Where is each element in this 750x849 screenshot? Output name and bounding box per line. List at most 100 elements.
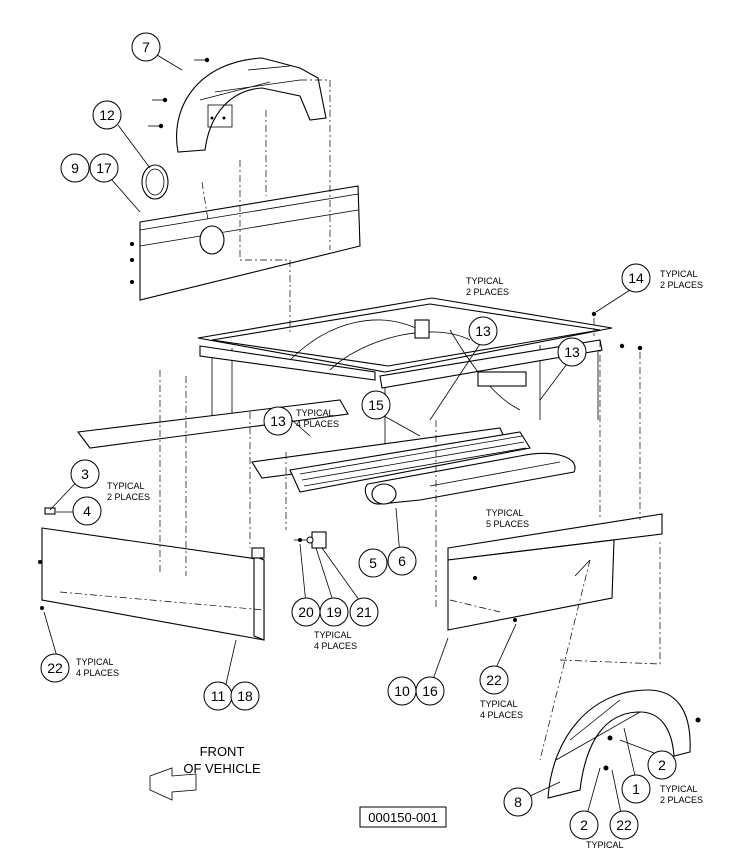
svg-text:TYPICAL: TYPICAL: [296, 408, 334, 418]
svg-text:FRONT: FRONT: [200, 744, 245, 759]
svg-text:14: 14: [628, 270, 644, 286]
svg-text:2 PLACES: 2 PLACES: [107, 492, 150, 502]
callout-5: 5: [358, 548, 388, 578]
front-of-vehicle-label: FRONT OF VEHICLE: [183, 744, 261, 776]
svg-text:5 PLACES: 5 PLACES: [486, 519, 529, 529]
rear-fender-left: [176, 57, 327, 153]
note-3: TYPICAL 2 PLACES: [107, 481, 150, 502]
svg-text:22: 22: [486, 672, 502, 688]
callout-13-left: 13: [263, 406, 293, 436]
svg-text:13: 13: [564, 344, 580, 360]
fender-fasteners: [148, 57, 210, 129]
svg-text:000150-001: 000150-001: [368, 810, 437, 825]
callout-22-right: 22: [479, 665, 509, 695]
svg-text:12: 12: [99, 107, 115, 123]
callout-10: 10: [387, 676, 417, 706]
svg-text:TYPICAL: TYPICAL: [107, 481, 145, 491]
callout-18: 18: [230, 681, 260, 711]
leader-lines: [43, 54, 663, 819]
assembly-lines: [59, 79, 661, 761]
note-4-places-center: TYPICAL 4 PLACES: [314, 630, 357, 651]
bumper-tube: [364, 452, 576, 505]
callout-22-bottom: 22: [609, 810, 639, 840]
svg-text:17: 17: [96, 160, 112, 176]
svg-text:1: 1: [632, 781, 640, 797]
svg-text:19: 19: [326, 604, 342, 620]
callout-14: 14: [621, 263, 651, 293]
svg-text:2 PLACES: 2 PLACES: [660, 280, 703, 290]
svg-text:20: 20: [298, 604, 314, 620]
callout-7: 7: [131, 32, 161, 62]
svg-text:7: 7: [142, 39, 150, 55]
svg-text:8: 8: [514, 794, 522, 810]
svg-text:21: 21: [356, 604, 372, 620]
svg-text:4 PLACES: 4 PLACES: [480, 710, 523, 720]
main-frame: [197, 297, 613, 470]
fuel-grommet: [141, 164, 169, 200]
callout-11: 11: [203, 681, 233, 711]
svg-text:9: 9: [71, 160, 79, 176]
front-panel-left: [38, 507, 265, 641]
callout-21: 21: [349, 597, 379, 627]
svg-text:3: 3: [81, 466, 89, 482]
callout-19: 19: [319, 597, 349, 627]
svg-text:10: 10: [394, 683, 410, 699]
callout-1: 1: [621, 774, 651, 804]
svg-text:TYPICAL: TYPICAL: [480, 699, 518, 709]
svg-text:4 PLACES: 4 PLACES: [76, 668, 119, 678]
svg-text:22: 22: [47, 660, 63, 676]
side-panel-left: [130, 185, 361, 301]
svg-text:TYPICAL: TYPICAL: [466, 276, 504, 286]
callout-8: 8: [503, 787, 533, 817]
front-arrow-icon: [149, 767, 197, 801]
note-frame: TYPICAL 2 PLACES: [466, 276, 509, 297]
svg-text:5: 5: [369, 555, 377, 571]
svg-text:4 PLACES: 4 PLACES: [296, 419, 339, 429]
callout-13-right: 13: [557, 337, 587, 367]
bracket-hardware: [294, 531, 327, 549]
svg-text:6: 6: [398, 553, 406, 569]
callout-17: 17: [89, 153, 119, 183]
note-14: TYPICAL 2 PLACES: [660, 269, 703, 290]
svg-text:13: 13: [270, 413, 286, 429]
callout-16: 16: [415, 676, 445, 706]
callout-9: 9: [60, 153, 90, 183]
svg-text:2 PLACES: 2 PLACES: [466, 287, 509, 297]
svg-text:TYPICAL: TYPICAL: [486, 508, 524, 518]
callout-22-left: 22: [40, 653, 70, 683]
svg-text:4: 4: [83, 503, 91, 519]
callout-4: 4: [72, 496, 102, 526]
svg-text:2: 2: [658, 757, 666, 773]
svg-text:TYPICAL: TYPICAL: [660, 784, 698, 794]
svg-text:22: 22: [616, 817, 632, 833]
note-13: TYPICAL 4 PLACES: [296, 408, 339, 429]
svg-text:11: 11: [211, 688, 226, 704]
callout-13-top: 13: [468, 316, 498, 346]
svg-text:16: 16: [422, 683, 438, 699]
svg-text:18: 18: [237, 688, 253, 704]
svg-text:TYPICAL: TYPICAL: [314, 630, 352, 640]
callout-6: 6: [387, 546, 417, 576]
note-2: TYPICAL 2 PLACES: [660, 784, 703, 805]
callout-20: 20: [291, 597, 321, 627]
svg-text:13: 13: [475, 323, 491, 339]
note-5-places: TYPICAL 5 PLACES: [486, 508, 529, 529]
svg-text:15: 15: [368, 397, 384, 413]
callout-12: 12: [92, 100, 122, 130]
front-panel-right: [447, 513, 663, 631]
svg-text:2: 2: [580, 817, 588, 833]
callout-15: 15: [361, 390, 391, 420]
svg-text:TYPICAL: TYPICAL: [660, 269, 698, 279]
callout-3: 3: [70, 459, 100, 489]
note-22-left: TYPICAL 4 PLACES: [76, 657, 119, 678]
callout-2-bottom: 2: [569, 810, 599, 840]
svg-text:OF VEHICLE: OF VEHICLE: [183, 761, 261, 776]
drawing-number-box: 000150-001: [359, 806, 447, 828]
svg-text:TYPICAL: TYPICAL: [76, 657, 114, 667]
note-bottom-cut: TYPICAL: [586, 840, 624, 849]
svg-text:4 PLACES: 4 PLACES: [314, 641, 357, 651]
rear-fender-right: [547, 689, 701, 799]
frame-fasteners: [591, 311, 643, 351]
note-22-right: TYPICAL 4 PLACES: [480, 699, 523, 720]
